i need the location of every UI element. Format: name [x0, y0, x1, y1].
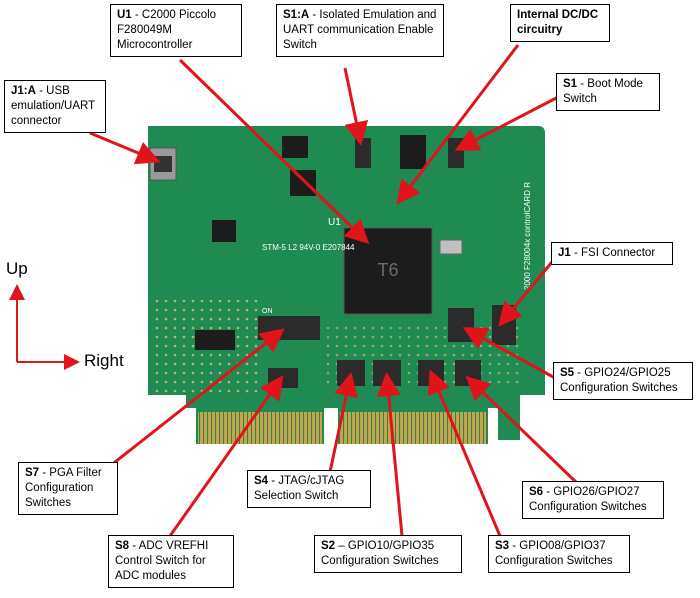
callout-title: U1: [117, 9, 132, 21]
callout-title: S2: [321, 540, 336, 552]
callout-text: - FSI Connector: [570, 247, 656, 259]
arrow-dcdc: [396, 44, 520, 205]
crystal: [439, 239, 463, 255]
callout-title: Internal DC/DC circuitry: [517, 9, 599, 36]
arrow-s1: [454, 93, 563, 151]
callout-title: S1: [563, 78, 578, 90]
arrow-s2: [376, 372, 404, 537]
edge-connector-right: [340, 412, 486, 444]
callout-text: - Boot Mode Switch: [563, 78, 643, 105]
callout-title: S1:A: [283, 9, 310, 21]
arrow-s3: [427, 369, 502, 537]
s3-switch: [418, 360, 444, 386]
callout-title: S8: [115, 540, 130, 552]
callout-s7: S7 - PGA Filter Configuration Switches: [18, 462, 118, 515]
arrow-u1: [178, 58, 370, 245]
s1-switch: [448, 138, 464, 168]
callout-text: – GPIO10/GPIO35 Configuration Switches: [321, 540, 439, 567]
callout-title: S5: [560, 367, 575, 379]
callout-title: S4: [254, 475, 269, 487]
s7-switch: [258, 316, 320, 340]
callout-j1: J1 - FSI Connector: [551, 242, 673, 265]
arrow-s5: [462, 327, 556, 380]
callout-s1: S1 - Boot Mode Switch: [556, 73, 660, 111]
callout-s1a: S1:A - Isolated Emulation and UART commu…: [276, 4, 444, 57]
mcu-marking: T6: [377, 260, 398, 280]
arrow-s8: [168, 375, 284, 537]
callout-s5: S5 - GPIO24/GPIO25 Configuration Switche…: [553, 362, 693, 400]
callout-text: - Isolated Emulation and UART communicat…: [283, 9, 437, 51]
ic-chip: [282, 136, 308, 158]
arrow-s7: [109, 328, 285, 468]
callout-s4: S4 - JTAG/cJTAG Selection Switch: [247, 470, 371, 508]
callout-s3: S3 - GPIO08/GPIO37 Configuration Switche…: [488, 535, 630, 573]
s7-on-label: ON: [262, 308, 273, 315]
callout-dcdc: Internal DC/DC circuitry: [510, 4, 610, 42]
callout-text: - ADC VREFHI Control Switch for ADC modu…: [115, 540, 209, 582]
arrow-s1a: [343, 67, 369, 146]
u1-silk-label: U1: [328, 217, 341, 228]
callout-s2: S2 – GPIO10/GPIO35 Configuration Switche…: [314, 535, 462, 573]
callout-u1: U1 - C2000 Piccolo F280049M Microcontrol…: [110, 4, 242, 57]
ic-chip: [195, 330, 235, 350]
callout-j1a: J1:A - USB emulation/UART connector: [4, 80, 106, 133]
callout-text: - GPIO24/GPIO25 Configuration Switches: [560, 367, 678, 394]
callout-title: S6: [529, 486, 544, 498]
callout-text: - GPIO26/GPIO27 Configuration Switches: [529, 486, 647, 513]
callout-text: - USB emulation/UART connector: [11, 85, 95, 127]
callout-title: J1: [558, 247, 571, 259]
silk-right-edge: 2000 F28004x controlCARD R: [523, 182, 532, 290]
silk-stm: STM-5 L2 94V-0 E207844: [262, 243, 355, 252]
arrow-j1: [498, 261, 554, 327]
up-label: Up: [6, 259, 28, 278]
ic-chip: [212, 220, 236, 242]
arrow-s4: [328, 372, 358, 473]
s8-switch: [268, 368, 298, 388]
ic-chip: [400, 135, 426, 169]
callout-s6: S6 - GPIO26/GPIO27 Configuration Switche…: [522, 481, 664, 519]
s4-switch: [337, 360, 365, 386]
right-label: Right: [84, 351, 124, 370]
callout-text: - C2000 Piccolo F280049M Microcontroller: [117, 9, 217, 51]
s5-switch: [448, 308, 474, 342]
arrow-j1a: [89, 131, 161, 165]
callout-s8: S8 - ADC VREFHI Control Switch for ADC m…: [108, 535, 234, 588]
callout-title: J1:A: [11, 85, 36, 97]
callout-text: - PGA Filter Configuration Switches: [25, 467, 102, 509]
s6-switch: [455, 360, 481, 386]
ic-chip: [290, 170, 316, 196]
edge-connector-left: [198, 412, 322, 444]
usb-port-opening: [154, 156, 172, 172]
callout-text: - JTAG/cJTAG Selection Switch: [254, 475, 345, 502]
callout-title: S3: [495, 540, 510, 552]
callout-text: - GPIO08/GPIO37 Configuration Switches: [495, 540, 613, 567]
callout-title: S7: [25, 467, 40, 479]
arrow-s6: [465, 375, 580, 486]
s1a-switch: [355, 138, 371, 168]
